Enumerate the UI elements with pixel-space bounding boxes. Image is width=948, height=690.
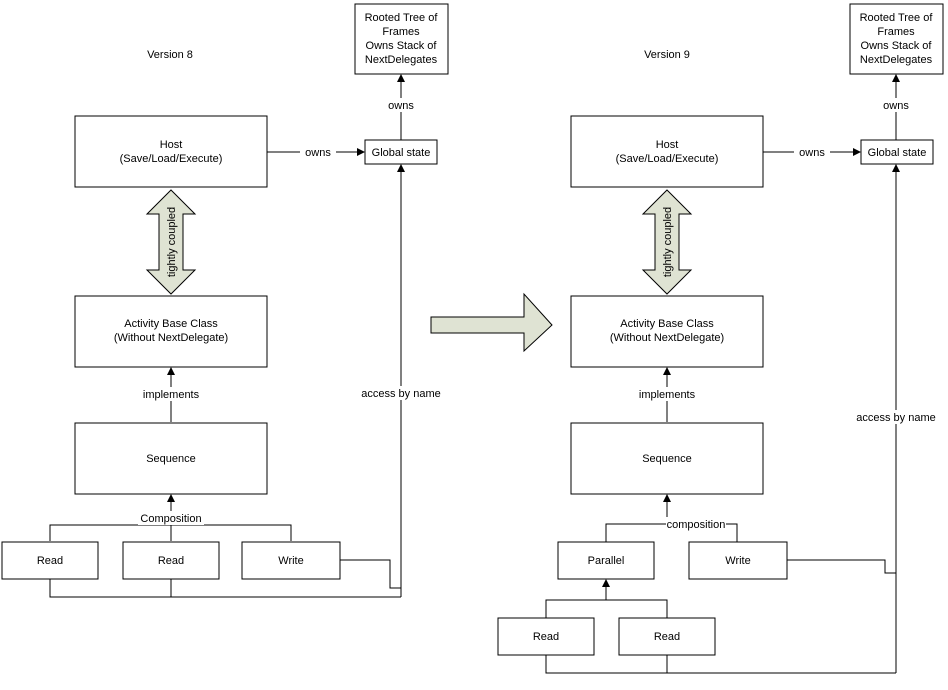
- tree-line-4-v9: NextDelegates: [860, 54, 933, 66]
- activity-title: Activity Base Class: [124, 318, 218, 330]
- parallel-bracket: [545, 599, 668, 618]
- read-box-v9-2: [618, 617, 716, 656]
- read-label-2: Read: [158, 555, 184, 567]
- owns-vertical-label: owns: [388, 100, 414, 112]
- sequence-label-v9: Sequence: [642, 453, 692, 465]
- write-box: [241, 541, 341, 580]
- access-by-name-label-v9: access by name: [856, 412, 935, 424]
- read-box-2: [122, 541, 220, 580]
- read-label-v9-2: Read: [654, 631, 680, 643]
- tree-line-2: Frames: [382, 26, 420, 38]
- tree-line-1-v9: Rooted Tree of: [860, 12, 934, 24]
- sequence-box: [74, 422, 268, 495]
- host-subtitle-v9: (Save/Load/Execute): [616, 153, 719, 165]
- version-9-diagram: Version 9 Rooted Tree of Frames Owns Sta…: [497, 3, 944, 674]
- tree-line-2-v9: Frames: [877, 26, 915, 38]
- read-box-v9-1: [497, 617, 595, 656]
- rooted-tree-box: [354, 3, 449, 75]
- tightly-coupled-double-arrow-v9: [641, 189, 693, 295]
- version-transition-arrow: [430, 292, 553, 353]
- activity-subtitle-v9: (Without NextDelegate): [610, 332, 724, 344]
- write-label-v9: Write: [725, 555, 750, 567]
- access-line-reads-v9: [545, 655, 896, 674]
- write-label: Write: [278, 555, 303, 567]
- activity-title-v9: Activity Base Class: [620, 318, 714, 330]
- host-title-v9: Host: [656, 139, 679, 151]
- owns-vertical-label-v9: owns: [883, 100, 909, 112]
- access-line-write-v9: [787, 559, 896, 574]
- sequence-label: Sequence: [146, 453, 196, 465]
- access-line-write: [340, 559, 401, 589]
- rooted-tree-box-v9: [849, 3, 944, 75]
- tree-line-3-v9: Owns Stack of: [861, 40, 933, 52]
- implements-label-v9: implements: [639, 389, 696, 401]
- read-label-v9-1: Read: [533, 631, 559, 643]
- implements-label: implements: [143, 389, 200, 401]
- tree-line-1: Rooted Tree of: [365, 12, 439, 24]
- parallel-label: Parallel: [588, 555, 625, 567]
- owns-horizontal-label-v9: owns: [799, 147, 825, 159]
- owns-horizontal-label: owns: [305, 147, 331, 159]
- composition-label: Composition: [140, 513, 201, 525]
- host-box: [74, 115, 268, 188]
- host-box-v9: [570, 115, 764, 188]
- global-state-label: Global state: [372, 147, 431, 159]
- sequence-box-v9: [570, 422, 764, 495]
- composition-label-v9: composition: [667, 519, 726, 531]
- activity-base-class-box-v9: [570, 295, 764, 368]
- access-by-name-label: access by name: [361, 388, 440, 400]
- read-box-1: [1, 541, 99, 580]
- tightly-coupled-label: tightly coupled: [166, 207, 178, 277]
- host-subtitle: (Save/Load/Execute): [120, 153, 223, 165]
- version-9-title: Version 9: [644, 49, 690, 61]
- version-8-title: Version 8: [147, 49, 193, 61]
- write-box-v9: [688, 541, 788, 580]
- tightly-coupled-label-v9: tightly coupled: [662, 207, 674, 277]
- version-8-diagram: Version 8 Rooted Tree of Frames Owns Sta…: [1, 3, 449, 598]
- tree-line-4: NextDelegates: [365, 54, 438, 66]
- read-label-1: Read: [37, 555, 63, 567]
- host-title: Host: [160, 139, 183, 151]
- activity-subtitle: (Without NextDelegate): [114, 332, 228, 344]
- activity-base-class-box: [74, 295, 268, 368]
- tightly-coupled-double-arrow: [145, 189, 197, 295]
- global-state-label-v9: Global state: [868, 147, 927, 159]
- tree-line-3: Owns Stack of: [366, 40, 438, 52]
- access-line-reads: [49, 579, 401, 598]
